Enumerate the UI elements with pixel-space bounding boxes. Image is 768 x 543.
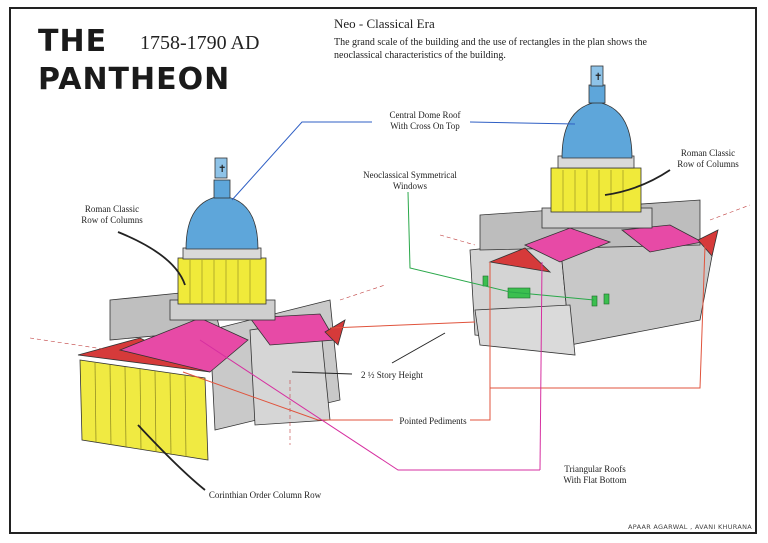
sheet-border bbox=[9, 7, 757, 534]
line-story-height-right bbox=[391, 332, 446, 364]
line-corinthian bbox=[137, 424, 206, 491]
label-dome-roof-line1: Central Dome Roof bbox=[389, 110, 461, 120]
left-building: ✝ bbox=[77, 157, 346, 461]
label-dome-roof-line2: With Cross On Top bbox=[390, 121, 460, 131]
label-columns-right-line2: Row of Columns bbox=[677, 159, 739, 169]
label-columns-right: Roman Classic Row of Columns bbox=[668, 148, 748, 170]
line-dome-roof-right bbox=[469, 121, 576, 125]
left-dome-ring bbox=[182, 247, 262, 260]
line-pediments-left bbox=[182, 371, 393, 421]
left-pink-roof-main bbox=[118, 317, 249, 373]
label-story-height: 2 ½ Story Height bbox=[361, 370, 423, 380]
label-windows-line1: Neoclassical Symmetrical bbox=[363, 170, 457, 180]
left-cross-box bbox=[214, 157, 228, 179]
line-windows bbox=[407, 191, 511, 293]
left-lantern bbox=[213, 179, 231, 199]
line-triangular-roofs bbox=[199, 339, 540, 471]
right-front-block bbox=[474, 304, 576, 356]
right-cross-glyph: ✝ bbox=[594, 72, 602, 83]
author-credit: APAAR AGARWAL , AVANI KHURANA bbox=[628, 523, 752, 531]
label-pediments: Pointed Pediments bbox=[399, 416, 467, 426]
label-columns-left: Roman Classic Row of Columns bbox=[72, 204, 152, 226]
label-columns-left-line1: Roman Classic bbox=[84, 204, 140, 214]
line-columns-left bbox=[117, 231, 186, 286]
date-range: 1758-1790 AD bbox=[140, 32, 260, 54]
left-cross-glyph: ✝ bbox=[218, 164, 226, 175]
right-building: ✝ bbox=[469, 65, 719, 356]
line-dome-roof bbox=[231, 121, 372, 201]
label-windows: Neoclassical Symmetrical Windows bbox=[350, 170, 470, 192]
era-description: The grand scale of the building and the … bbox=[334, 37, 647, 61]
label-columns-right-line1: Roman Classic bbox=[680, 148, 736, 158]
right-cross-box bbox=[590, 65, 604, 87]
title-line-2: PANTHEON bbox=[38, 62, 231, 97]
title-line-1: THE bbox=[38, 24, 108, 59]
line-windows-2 bbox=[509, 291, 595, 301]
label-triangular-roofs-line2: With Flat Bottom bbox=[563, 475, 627, 485]
label-triangular-roofs-line1: Triangular Roofs bbox=[564, 464, 626, 474]
left-red-pediment-side bbox=[324, 319, 346, 346]
line-pediments-mid bbox=[329, 321, 476, 329]
line-triangular-roofs-right bbox=[539, 261, 543, 471]
era-heading: Neo - Classical Era bbox=[334, 16, 435, 31]
left-colonnade-front bbox=[79, 359, 209, 461]
right-lantern bbox=[588, 84, 606, 104]
line-story-height bbox=[291, 371, 353, 375]
right-dome bbox=[561, 101, 633, 159]
line-pediments-far bbox=[490, 245, 706, 389]
right-pink-roof-center bbox=[523, 227, 612, 263]
label-windows-line2: Windows bbox=[392, 181, 428, 191]
right-red-pediment-left bbox=[488, 247, 552, 273]
right-body-right bbox=[559, 239, 716, 346]
line-columns-right bbox=[604, 169, 671, 196]
label-triangular-roofs: Triangular Roofs With Flat Bottom bbox=[545, 464, 645, 486]
label-dome-roof: Central Dome Roof With Cross On Top bbox=[375, 110, 475, 132]
label-columns-left-line2: Row of Columns bbox=[81, 215, 143, 225]
left-drum bbox=[177, 257, 267, 305]
label-corinthian: Corinthian Order Column Row bbox=[208, 490, 322, 500]
construction-lines bbox=[29, 204, 751, 445]
left-column-lines bbox=[94, 362, 187, 458]
line-pediments-right bbox=[470, 262, 491, 421]
annotation-lines bbox=[117, 121, 706, 491]
left-dome bbox=[185, 195, 259, 250]
